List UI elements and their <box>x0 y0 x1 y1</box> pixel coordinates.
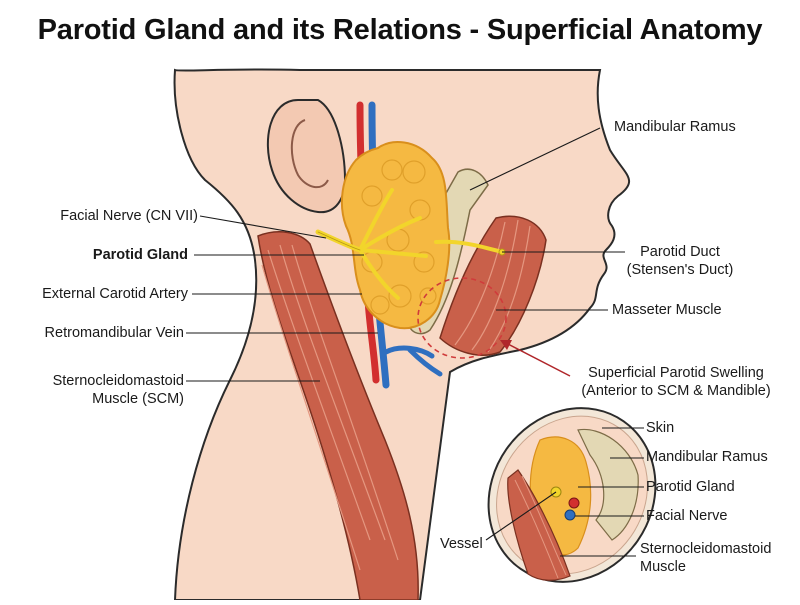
inset-mandibular-ramus <box>577 428 639 541</box>
label-superficial-swelling: Superficial Parotid Swelling (Anterior t… <box>568 364 784 400</box>
label-scm: Sternocleidomastoid Muscle (SCM) <box>53 372 184 408</box>
parotid-gland <box>340 141 451 330</box>
swelling-arrowhead <box>500 340 512 350</box>
ear-inner <box>290 119 329 189</box>
inset-label-scm-line2: Muscle <box>640 559 686 575</box>
facial-nerve-outline <box>317 231 361 251</box>
inset-label-skin: Skin <box>646 420 675 436</box>
label-parotid-duct-line1: Parotid Duct <box>640 244 720 260</box>
leader-lines <box>186 127 625 382</box>
label-scm-line2: Muscle (SCM) <box>92 391 184 407</box>
inset-artery <box>568 497 580 509</box>
scm-muscle <box>257 231 419 601</box>
label-external-carotid: External Carotid Artery <box>42 286 188 302</box>
label-parotid-duct-line2: (Stensen's Duct) <box>626 262 734 278</box>
inset-label-scm-line1: Sternocleidomastoid <box>640 541 772 557</box>
masseter-fibers <box>454 219 531 353</box>
label-facial-nerve: Facial Nerve (CN VII) <box>60 208 198 224</box>
inset-label-scm: Sternocleidomastoid Muscle <box>640 540 771 576</box>
inset-leader-lines <box>485 427 644 557</box>
label-masseter: Masseter Muscle <box>612 302 722 318</box>
label-swelling-line1: Superficial Parotid Swelling <box>588 365 764 381</box>
label-scm-line1: Sternocleidomastoid <box>52 373 184 389</box>
label-retromandibular-vein: Retromandibular Vein <box>44 325 184 341</box>
scm-fibers <box>261 244 399 571</box>
label-parotid-gland: Parotid Gland <box>92 247 188 263</box>
superficial-swelling-outline <box>417 277 507 359</box>
inset-facial-nerve <box>564 509 576 521</box>
inset-label-mandibular-ramus: Mandibular Ramus <box>646 449 768 465</box>
label-parotid-duct: Parotid Duct (Stensen's Duct) <box>620 243 740 279</box>
swelling-arrow <box>507 343 571 377</box>
inset-label-parotid-gland: Parotid Gland <box>646 479 735 495</box>
vein-branches <box>383 345 443 377</box>
page-title: Parotid Gland and its Relations - Superf… <box>37 14 763 46</box>
inset-label-facial-nerve: Facial Nerve <box>646 508 728 524</box>
head-silhouette <box>173 68 631 601</box>
masseter-muscle <box>439 215 547 356</box>
inset-scm-fibers <box>514 475 567 579</box>
cross-section-inset <box>487 407 657 583</box>
label-swelling-line2: (Anterior to SCM & Mandible) <box>581 383 771 399</box>
parotid-duct <box>434 239 504 254</box>
inset-label-vessel: Vessel <box>440 536 483 552</box>
label-mandibular-ramus: Mandibular Ramus <box>614 119 736 135</box>
